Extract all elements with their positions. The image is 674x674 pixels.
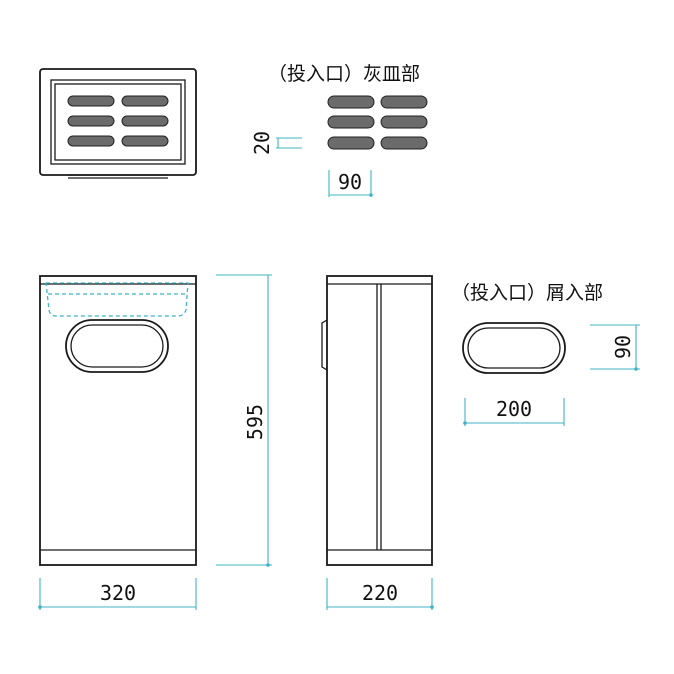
ash-slot — [380, 115, 428, 129]
top-view-outer-frame — [39, 68, 197, 176]
front-view-trash-opening-inner — [70, 324, 164, 368]
slot-height-dimension: 20 — [250, 131, 302, 155]
trash-section-label: （投入口）屑入部 — [451, 282, 603, 304]
ash-slot — [327, 136, 375, 150]
ash-slot — [380, 136, 428, 150]
front-view-trash-opening — [65, 319, 169, 373]
ash-slot — [327, 95, 375, 109]
opening-width-dimension: 200 — [463, 397, 565, 426]
front-view — [39, 275, 197, 566]
side-view — [321, 275, 433, 566]
body-width-value: 320 — [100, 581, 136, 605]
body-depth-value: 220 — [362, 581, 398, 605]
opening-height-dimension: 90 — [590, 324, 640, 371]
opening-width-value: 200 — [496, 397, 532, 421]
top-view — [39, 68, 197, 179]
top-view-grate — [54, 83, 182, 161]
ash-slot — [121, 115, 169, 127]
slot-length-value: 90 — [338, 170, 362, 194]
ash-section-detail: （投入口）灰皿部 20 90 — [250, 63, 428, 197]
ash-slot — [327, 115, 375, 129]
ash-slot — [121, 135, 169, 147]
detail-slots — [327, 95, 428, 150]
trash-opening — [462, 322, 566, 374]
slot-length-dimension: 90 — [328, 170, 373, 197]
trash-opening-inner — [467, 327, 561, 369]
side-view-body — [326, 275, 433, 566]
ash-section-label: （投入口）灰皿部 — [268, 63, 420, 85]
ash-slot — [67, 95, 115, 107]
ash-slot — [380, 95, 428, 109]
top-view-slots — [67, 95, 169, 147]
front-view-body — [39, 275, 197, 566]
body-width-dimension: 320 — [38, 578, 197, 610]
trash-section-detail: （投入口）屑入部 90 200 — [451, 282, 640, 426]
top-view-inner-plate — [50, 79, 186, 165]
ash-slot — [67, 115, 115, 127]
front-view-ash-tray-hidden — [45, 282, 189, 317]
ash-slot — [67, 135, 115, 147]
body-depth-dimension: 220 — [326, 578, 434, 610]
body-height-value: 595 — [243, 404, 267, 440]
body-height-dimension: 595 — [216, 274, 272, 567]
opening-height-value: 90 — [611, 335, 635, 359]
ash-slot — [121, 95, 169, 107]
slot-height-value: 20 — [250, 131, 274, 155]
side-view-opening-profile — [321, 319, 328, 371]
